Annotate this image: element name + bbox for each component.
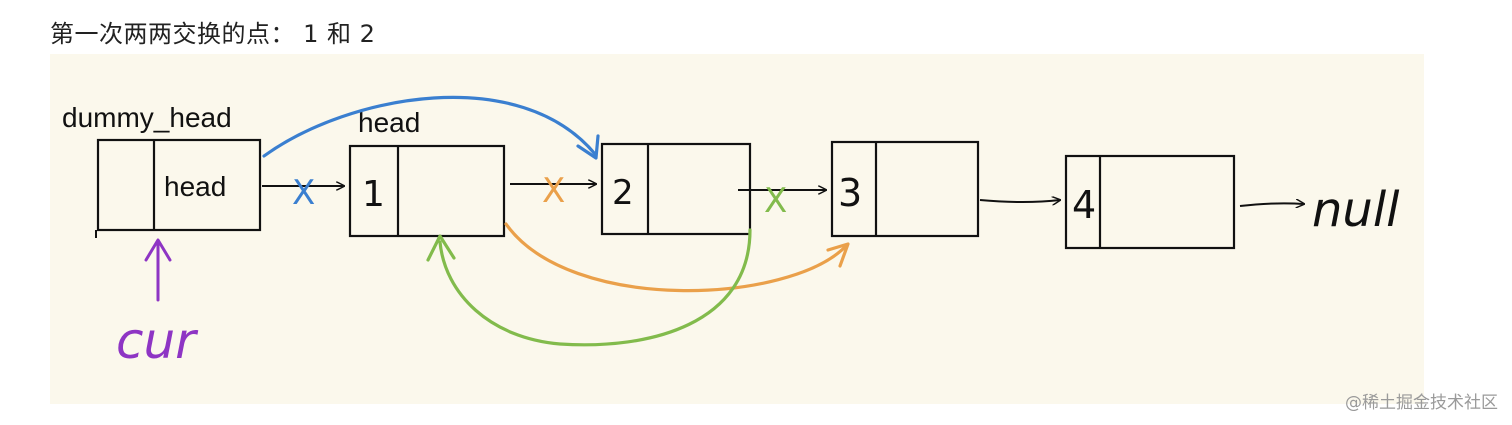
cut-mark-blue: X [292, 173, 315, 213]
cut-mark-green: X [764, 181, 787, 221]
cut-mark-orange: X [542, 171, 565, 211]
linked-list-diagram: dummy_head head head 1 2 3 [50, 54, 1424, 404]
green-arrowhead [426, 234, 456, 262]
watermark: @稀土掘金技术社区 [1345, 393, 1498, 413]
arrow-3-to-4 [979, 200, 1060, 202]
node-1: 1 [348, 144, 506, 238]
dummy-head-label: dummy_head [62, 102, 232, 133]
node-4-value: 4 [1072, 183, 1096, 227]
page-heading: 第一次两两交换的点： 1 和 2 [50, 20, 376, 48]
node-3-value: 3 [838, 171, 862, 215]
node-dummy: head [95, 138, 262, 238]
cur-pointer-arrowhead [144, 238, 172, 262]
blue-link-dummy-to-2 [262, 95, 597, 158]
node-3: 3 [830, 140, 980, 238]
cur-label: cur [116, 312, 199, 370]
null-label: null [1312, 182, 1400, 238]
node-2: 2 [600, 142, 752, 236]
node-2-value: 2 [612, 173, 634, 213]
node-1-value: 1 [362, 174, 385, 215]
diagram-canvas: dummy_head head head 1 2 3 [62, 95, 1400, 370]
orange-link-1-to-3 [504, 222, 848, 293]
node-dummy-next: head [164, 171, 226, 202]
head-label: head [358, 107, 420, 138]
blue-arrowhead [576, 134, 600, 160]
orange-arrowhead [826, 242, 850, 268]
arrow-4-to-null [1239, 203, 1304, 206]
green-link-2-to-1 [438, 228, 752, 347]
node-4: 4 [1064, 154, 1236, 250]
